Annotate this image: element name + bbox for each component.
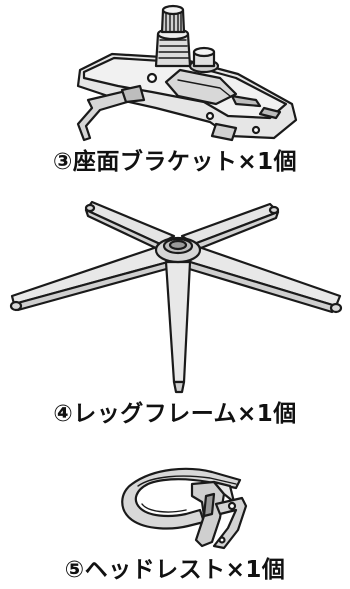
leg-frame-illustration <box>9 200 343 394</box>
part-leg-frame: ④レッグフレーム×1個 <box>0 180 350 440</box>
part-headrest: ⑤ヘッドレスト×1個 <box>0 440 350 589</box>
part-seat-bracket: ③座面ブラケット×1個 <box>0 0 350 180</box>
part-caption: ⑤ヘッドレスト×1個 <box>64 557 286 583</box>
part-caption: ③座面ブラケット×1個 <box>52 149 298 175</box>
seat-bracket-illustration <box>76 4 298 142</box>
part-caption: ④レッグフレーム×1個 <box>53 401 297 427</box>
headrest-illustration <box>121 467 248 550</box>
